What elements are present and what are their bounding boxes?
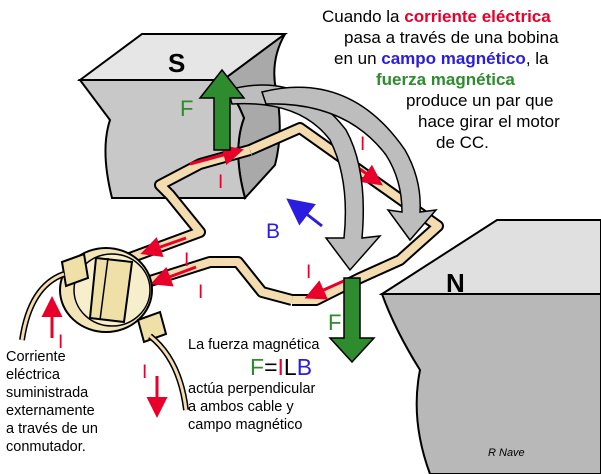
current-label: I (142, 362, 147, 383)
field-label: B (266, 220, 280, 243)
current-label: I (360, 134, 365, 155)
formula-eq: = (264, 354, 278, 380)
rotation-arrows (227, 84, 438, 272)
formula: F=ILB (188, 354, 378, 380)
header-line2: pasa a través de una bobina (344, 28, 559, 47)
brush-bottom (136, 310, 168, 344)
formula-i: I (277, 354, 284, 380)
formula-line4: campo magnético (188, 417, 303, 433)
header-line3-c: , la (525, 49, 549, 68)
formula-line3: a ambos cable y (188, 399, 294, 415)
header-line3-b: campo magnético (381, 49, 526, 68)
force-arrow-up (198, 68, 246, 151)
field-arrow (286, 198, 323, 228)
current-arrow (140, 236, 187, 257)
pole-label-s: S (168, 48, 185, 78)
current-label: I (58, 332, 63, 353)
caption-line6: conmutador. (6, 439, 86, 455)
coil-back (247, 122, 444, 306)
north-magnet (378, 219, 601, 474)
formula-line2: actúa perpendicular (188, 381, 316, 397)
header-line6: hace girar el motor (418, 112, 560, 131)
formula-f: F (250, 354, 265, 380)
caption-line4: externamente (6, 403, 95, 419)
caption-line3: suministrada (6, 385, 89, 401)
formula-b: B (296, 354, 313, 380)
formula-block: La fuerza magnética F=ILB actúa perpendi… (188, 336, 378, 434)
brush-top (60, 252, 90, 288)
commutator (59, 247, 168, 344)
current-label: I (184, 250, 189, 271)
current-label: I (198, 282, 203, 303)
rotation-arrow (261, 86, 438, 242)
current-label: I (306, 262, 311, 283)
caption-line1: Corriente (6, 349, 66, 365)
force-label-top: F (180, 96, 193, 121)
current-arrow (304, 278, 347, 300)
pole-label-n: N (446, 268, 465, 298)
supply-caption: Corriente eléctrica suministrada externa… (6, 348, 146, 456)
force-arrow-down (328, 277, 376, 364)
caption-line5: a través de un (6, 421, 98, 437)
header-line7: de CC. (436, 133, 489, 152)
current-label: I (218, 172, 223, 193)
header-line4: fuerza magnética (376, 70, 515, 89)
south-magnet (76, 33, 289, 201)
formula-intro: La fuerza magnética (188, 337, 320, 353)
current-arrow (189, 144, 244, 166)
header-line5: produce un par que (406, 91, 554, 110)
header-line3-a: en un (334, 49, 382, 68)
header-line1-a: Cuando la (322, 7, 405, 26)
header-text: Cuando la corriente eléctrica pasa a tra… (314, 6, 596, 153)
current-arrow (150, 265, 197, 287)
caption-line2: eléctrica (6, 367, 60, 383)
supply-current-arrows (41, 296, 168, 418)
formula-l: L (283, 354, 297, 380)
credit: R Nave (488, 447, 525, 459)
force-label-bottom: F (328, 310, 341, 335)
header-line1-b: corriente eléctrica (404, 7, 551, 26)
